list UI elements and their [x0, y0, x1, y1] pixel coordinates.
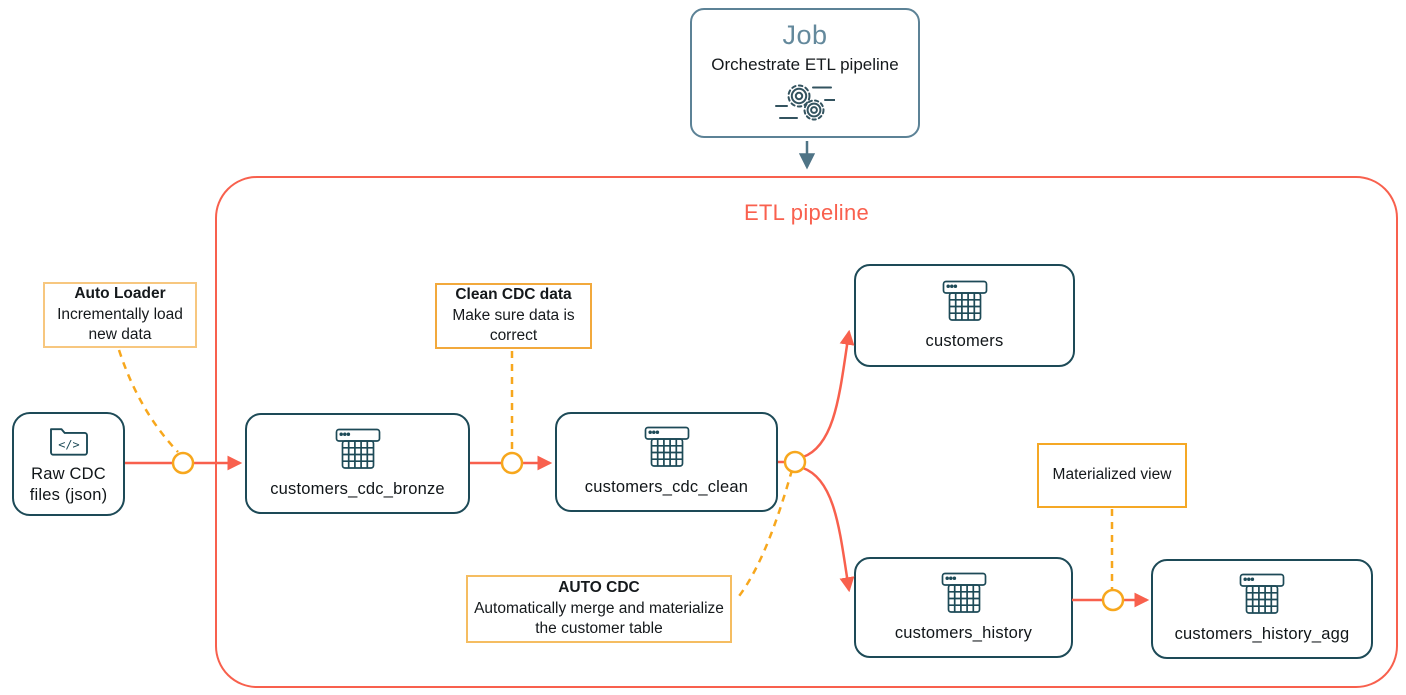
etl-pipeline-title: ETL pipeline: [743, 200, 870, 225]
job-title: Job: [782, 20, 828, 50]
annotation-clean-cdc-data: Clean CDC data Make sure data is correct: [435, 283, 592, 349]
node-label: customers_cdc_clean: [584, 478, 749, 497]
annotation-materialized-view: Materialized view: [1037, 443, 1187, 508]
job-subtitle: Orchestrate ETL pipeline: [711, 55, 899, 74]
node-customers: customers: [854, 264, 1075, 367]
node-label: customers_cdc_bronze: [270, 479, 445, 498]
annotation-auto-loader: Auto Loader Incrementally load new data: [43, 282, 197, 348]
connector-dot-auto-loader: [171, 451, 195, 475]
node-customers-history-agg: customers_history_agg: [1151, 559, 1373, 659]
node-raw-cdc-files: </> Raw CDC files (json): [12, 412, 125, 516]
annotation-title: Auto Loader: [74, 284, 166, 302]
svg-text:</>: </>: [58, 437, 79, 451]
job-box: Job Orchestrate ETL pipeline: [690, 8, 920, 138]
annotation-title: Clean CDC data: [455, 285, 572, 303]
node-label: customers_history: [894, 623, 1033, 642]
gears-icon: [775, 81, 835, 125]
link-auto-loader: [117, 349, 179, 453]
table-icon: [942, 280, 988, 322]
table-icon: [335, 428, 381, 470]
annotation-body: Incrementally load new data: [57, 305, 183, 344]
node-customers-history: customers_history: [854, 557, 1073, 658]
node-label: Raw CDC files (json): [29, 464, 108, 504]
table-icon: [644, 426, 690, 468]
annotation-auto-cdc: AUTO CDC Automatically merge and materia…: [466, 575, 732, 643]
table-icon: [1239, 573, 1285, 615]
node-customers-cdc-clean: customers_cdc_clean: [555, 412, 778, 512]
annotation-body: Make sure data is correct: [452, 306, 575, 345]
annotation-body: Materialized view: [1052, 466, 1172, 484]
node-label: customers_history_agg: [1174, 625, 1350, 644]
annotation-title: AUTO CDC: [558, 578, 640, 596]
annotation-body: Automatically merge and materialize the …: [474, 599, 724, 638]
table-icon: [941, 572, 987, 614]
folder-code-icon: </>: [46, 423, 92, 459]
node-label: customers: [925, 331, 1004, 350]
etl-pipeline-boundary: ETL pipeline: [215, 176, 1398, 688]
node-customers-cdc-bronze: customers_cdc_bronze: [245, 413, 470, 514]
